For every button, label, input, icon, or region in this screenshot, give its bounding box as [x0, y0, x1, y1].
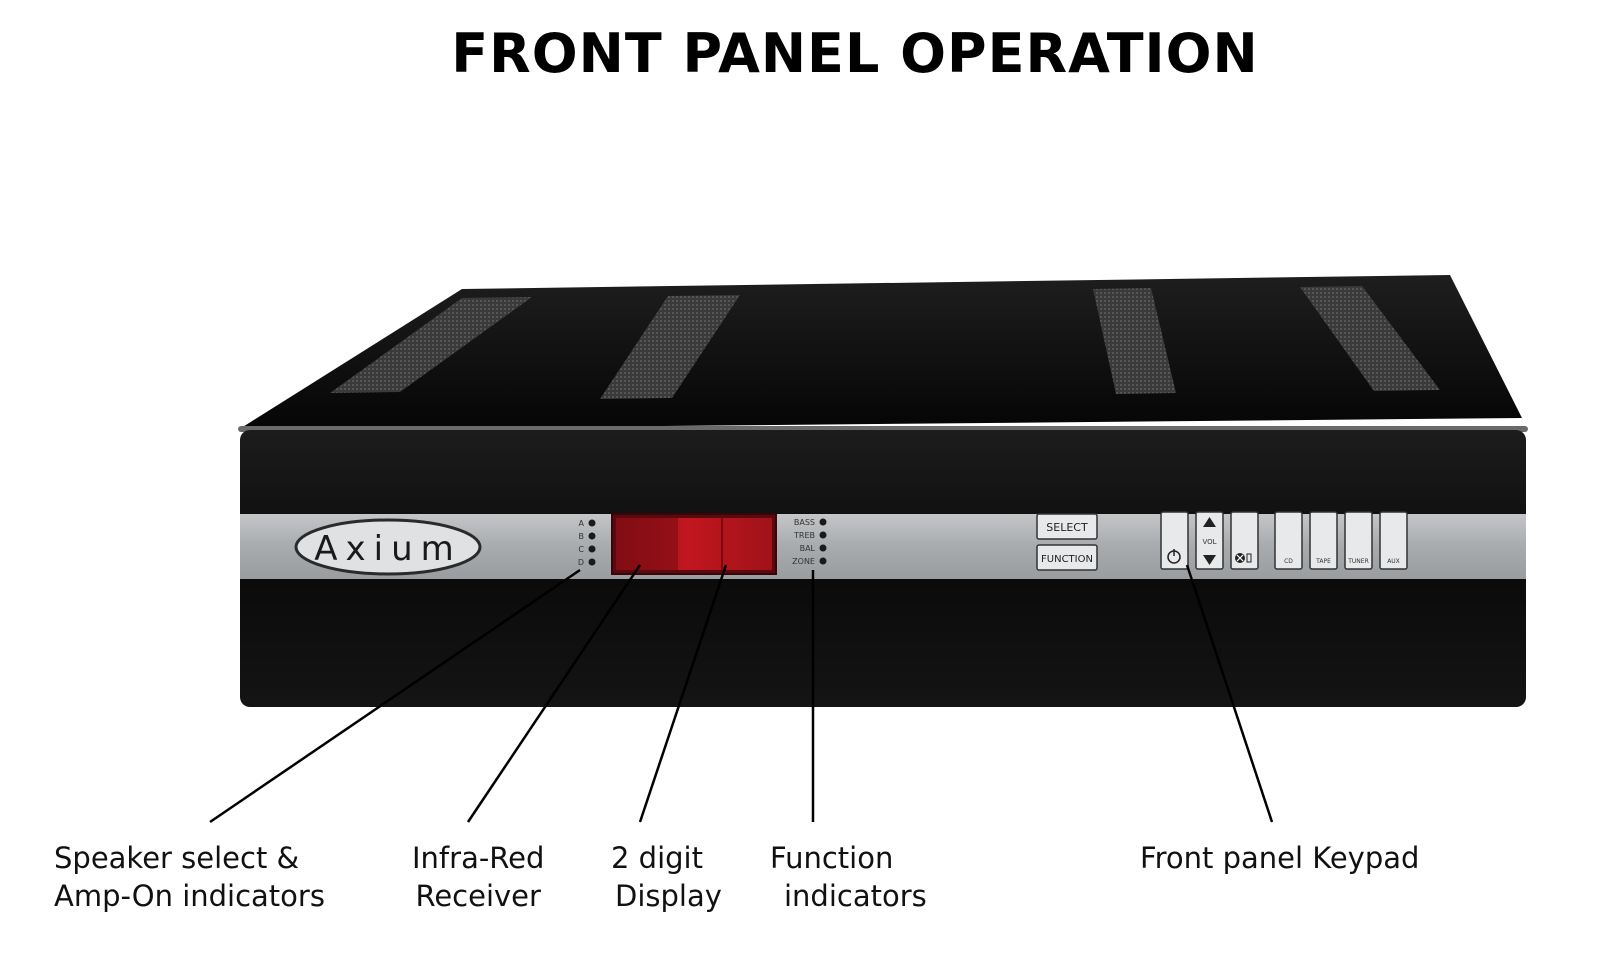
- volume-up-icon: [1203, 517, 1216, 527]
- function-led-label: ZONE: [792, 557, 815, 566]
- speaker-led-label: D: [578, 558, 584, 567]
- function-led: [819, 518, 827, 526]
- speaker-led: [588, 519, 596, 527]
- function-led: [819, 557, 827, 565]
- ir-receiver-window: [616, 518, 678, 570]
- speaker-led-group: A B C D: [578, 519, 596, 567]
- svg-text:TUNER: TUNER: [1347, 558, 1369, 565]
- speaker-led-label: A: [579, 519, 585, 528]
- speaker-led: [588, 545, 596, 553]
- function-led: [819, 531, 827, 539]
- function-led: [819, 544, 827, 552]
- source-button-aux[interactable]: AUX: [1379, 511, 1408, 570]
- select-button[interactable]: SELECT: [1036, 513, 1098, 540]
- volume-down-icon: [1203, 555, 1216, 565]
- function-led-label: TREB: [793, 531, 815, 540]
- vent-slot: [1093, 288, 1176, 394]
- speaker-led: [588, 532, 596, 540]
- brand-logo: [294, 518, 482, 576]
- svg-text:TAPE: TAPE: [1315, 558, 1331, 565]
- source-button-cd[interactable]: CD: [1274, 511, 1303, 570]
- svg-text:AUX: AUX: [1387, 558, 1400, 565]
- chassis-top: [238, 275, 1522, 430]
- function-led-label: BAL: [800, 544, 816, 553]
- svg-text:VOL: VOL: [1202, 538, 1216, 546]
- callout-speaker-select: Speaker select &Amp-On indicators: [54, 841, 325, 913]
- leader-line-display: [638, 564, 728, 823]
- vent-slot: [330, 297, 532, 393]
- leader-line-speaker: [209, 568, 581, 824]
- brand-logo-text: Axium: [314, 529, 462, 569]
- leader-line-infrared: [466, 564, 642, 823]
- function-led-label: BASS: [794, 518, 815, 527]
- speaker-led: [588, 558, 596, 566]
- function-led-group: BASS TREB BAL ZONE: [792, 518, 827, 566]
- callout-front-panel-keypad: Front panel Keypad: [1140, 841, 1420, 875]
- speaker-led-label: B: [579, 532, 585, 541]
- svg-text:CD: CD: [1284, 558, 1293, 565]
- svg-text:SELECT: SELECT: [1046, 521, 1088, 534]
- leader-line-keypad: [1185, 564, 1274, 823]
- speaker-led-label: C: [578, 545, 584, 554]
- vent-slot: [600, 295, 740, 399]
- power-button[interactable]: [1160, 511, 1189, 570]
- svg-text:FUNCTION: FUNCTION: [1041, 554, 1093, 565]
- function-button[interactable]: FUNCTION: [1036, 544, 1098, 571]
- source-button-tape[interactable]: TAPE: [1309, 511, 1338, 570]
- source-button-tuner[interactable]: TUNER: [1344, 511, 1373, 570]
- page-title: FRONT PANEL OPERATION: [451, 22, 1259, 85]
- mute-button[interactable]: [1230, 511, 1259, 570]
- volume-rocker[interactable]: VOL: [1195, 511, 1224, 570]
- vent-slot: [1300, 286, 1440, 391]
